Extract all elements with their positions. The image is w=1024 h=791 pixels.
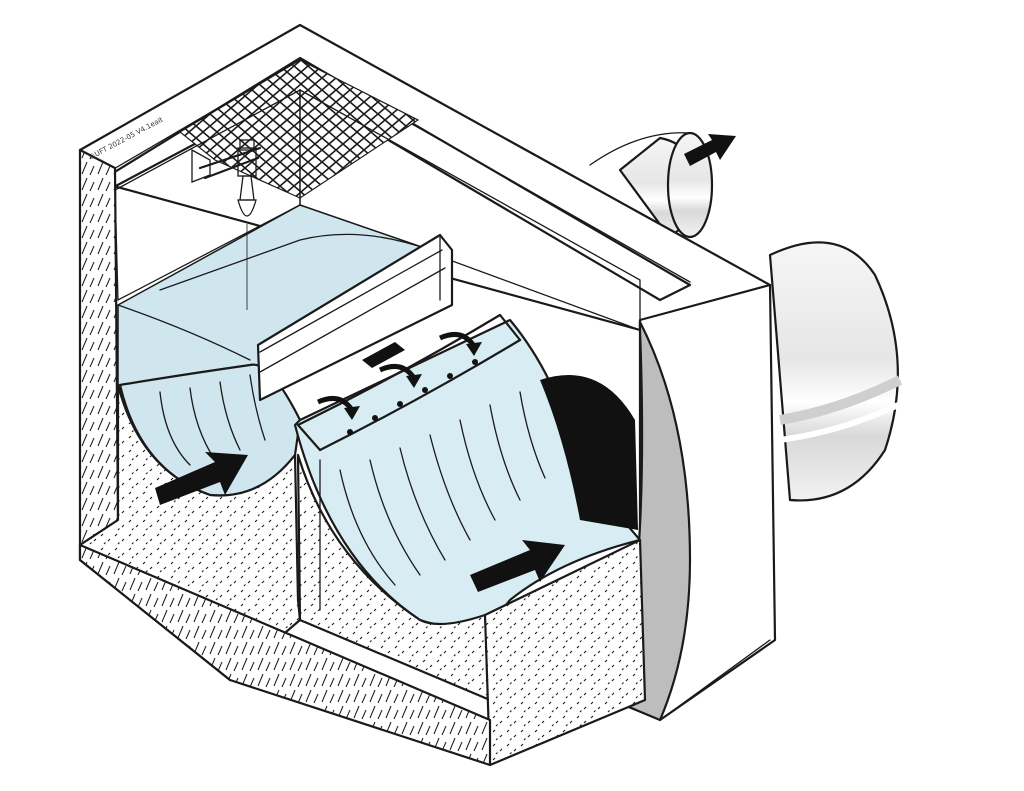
flow-arrow-icon: [470, 540, 565, 592]
flow-arrow-icon: [155, 452, 248, 505]
overflow-arrow-icon: [316, 395, 360, 420]
overflow-arrow-icon: [438, 331, 482, 356]
front-base: [78, 383, 647, 767]
overflow-plate: [362, 342, 405, 368]
overflow-arrow-icon: [378, 363, 422, 388]
outlet-opening: [540, 375, 638, 530]
outlet-arrow-icon: [684, 134, 736, 166]
weir-wall: [256, 233, 454, 402]
screen-bar: [296, 313, 522, 452]
outlet-pipe-lower: [768, 241, 903, 502]
ventilation-grate: [178, 59, 420, 199]
level-sensor: [191, 139, 262, 310]
